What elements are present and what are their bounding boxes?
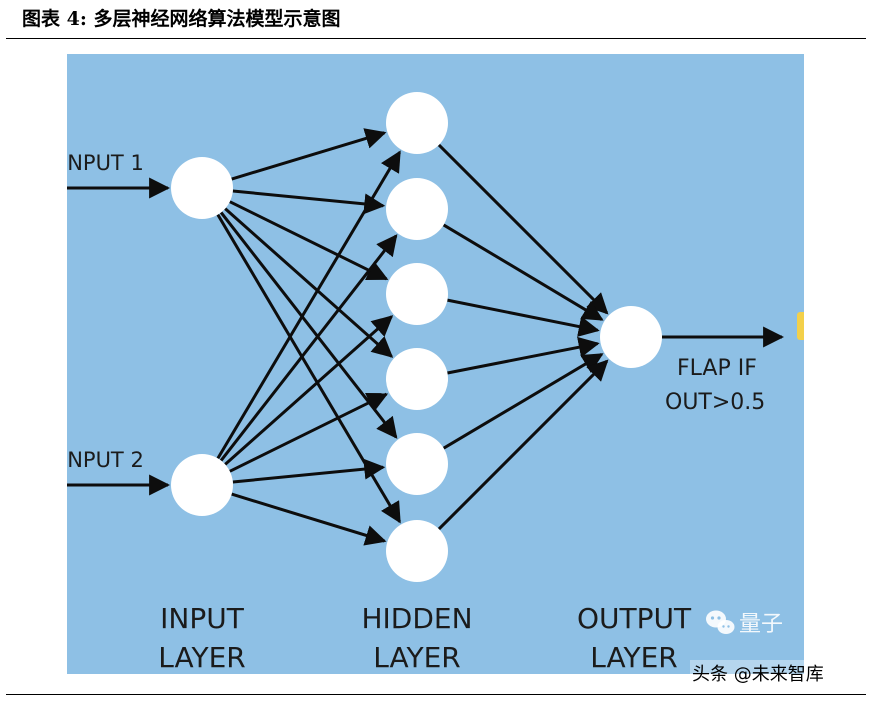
hidden-node-h3 bbox=[386, 263, 448, 325]
input-node-input2 bbox=[171, 454, 233, 516]
top-rule bbox=[6, 38, 866, 39]
edge-h3-out bbox=[447, 298, 600, 337]
hidden-node-h6 bbox=[386, 520, 448, 582]
output-layer-label-line-1: OUTPUT bbox=[577, 602, 692, 635]
figure-watermark-text: 量子 bbox=[739, 612, 783, 637]
edge-input1-h2 bbox=[232, 189, 386, 215]
edge-h1-out bbox=[437, 143, 609, 315]
wechat-icon bbox=[706, 610, 735, 634]
edge-h2-out bbox=[442, 223, 604, 321]
edge-h5-out bbox=[442, 353, 604, 450]
hidden-node-h2 bbox=[386, 178, 448, 240]
edge-input2-h3 bbox=[224, 315, 394, 466]
hidden-node-h4 bbox=[386, 348, 448, 410]
neural-network-diagram: INPUT 1 INPUT 2 FLAP IF OUT>0.5 INPUT LA… bbox=[67, 92, 804, 674]
output-label-line-2: OUT>0.5 bbox=[665, 390, 765, 415]
figure-caption: 图表 4: 多层神经网络算法模型示意图 bbox=[22, 8, 341, 30]
input-2-label: INPUT 2 bbox=[67, 448, 144, 472]
edge-input2-h4 bbox=[229, 392, 389, 473]
edge-input2-h6 bbox=[231, 492, 387, 546]
edge-h6-out bbox=[437, 359, 609, 531]
edge-marker bbox=[797, 312, 804, 340]
output-label-line-1: FLAP IF bbox=[677, 356, 757, 381]
input-node-input1 bbox=[171, 157, 233, 219]
bottom-rule bbox=[6, 694, 866, 695]
hidden-node-h5 bbox=[386, 433, 448, 495]
edge-input1-h1 bbox=[231, 128, 387, 181]
edge-input1-h4 bbox=[224, 207, 394, 358]
input-1-label: INPUT 1 bbox=[67, 151, 144, 175]
edge-input2-h5 bbox=[232, 458, 386, 484]
hidden-node-h1 bbox=[386, 92, 448, 154]
output-node-out bbox=[600, 306, 662, 368]
bottom-watermark: 头条 @未来智库 bbox=[690, 660, 826, 686]
edge-h4-out bbox=[447, 336, 600, 375]
neural-network-figure: INPUT 1 INPUT 2 FLAP IF OUT>0.5 INPUT LA… bbox=[67, 54, 804, 674]
hidden-layer-label-line-1: HIDDEN bbox=[361, 602, 472, 635]
edge-input2-h1 bbox=[216, 150, 401, 460]
input-layer-label-line-2: LAYER bbox=[158, 641, 245, 674]
output-layer-label-line-2: LAYER bbox=[590, 641, 677, 674]
input-layer-label-line-1: INPUT bbox=[160, 602, 245, 635]
hidden-layer-label-line-2: LAYER bbox=[373, 641, 460, 674]
edge-input1-h3 bbox=[229, 200, 389, 281]
network-nodes bbox=[171, 92, 662, 582]
connection-edges bbox=[67, 128, 785, 546]
edge-input2-h2 bbox=[219, 234, 398, 462]
